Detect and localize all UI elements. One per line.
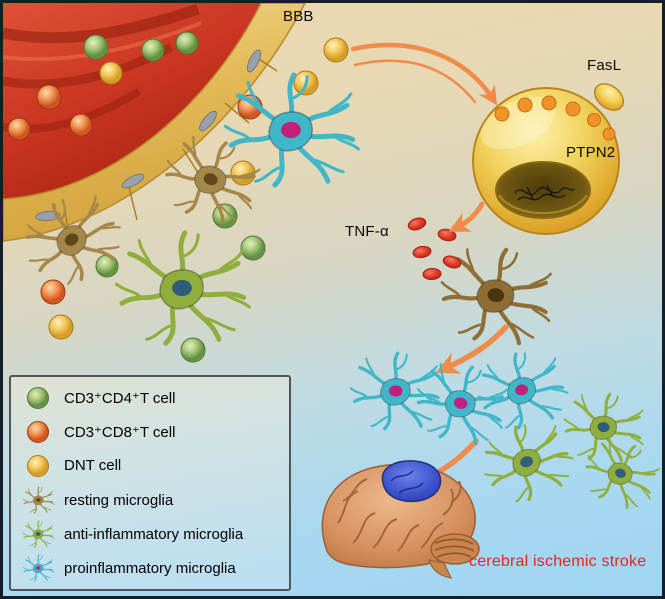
legend-item-anti-inflammatory-microglia: anti-inflammatory microglia bbox=[15, 518, 285, 551]
cd8-t-cell bbox=[36, 84, 62, 110]
t-cells bbox=[7, 31, 349, 363]
legend-box: CD3⁺CD4⁺T cell CD3⁺CD8⁺T cell DNT cell r… bbox=[9, 375, 291, 591]
proinflammatory-microglia bbox=[470, 343, 575, 436]
blood-region bbox=[3, 3, 261, 199]
anti-inflammatory-microglia bbox=[116, 233, 249, 343]
fasl-secreting-cell bbox=[472, 83, 625, 235]
tnf-alpha-label: TNF-α bbox=[345, 223, 389, 240]
legend-item-cd8: CD3⁺CD8⁺T cell bbox=[15, 415, 285, 448]
arrow-cell-to-tnf bbox=[448, 201, 485, 232]
stroke-caption: cerebral ischemic stroke bbox=[469, 553, 647, 570]
proinflammatory-microglia-icon bbox=[15, 552, 61, 584]
arrow-bbb-to-cell-inner bbox=[353, 59, 477, 104]
cd8-t-cell bbox=[69, 113, 93, 137]
legend-label: CD3⁺CD8⁺T cell bbox=[64, 423, 176, 441]
brain-gyri bbox=[337, 478, 462, 552]
cd4-t-cell bbox=[141, 38, 165, 62]
legend-label: DNT cell bbox=[64, 457, 122, 475]
cerebellum-folds bbox=[434, 538, 475, 558]
dna-strand bbox=[514, 184, 575, 201]
legend-label: anti-inflammatory microglia bbox=[64, 525, 244, 543]
ptpn2-crater bbox=[495, 161, 591, 219]
legend-item-dnt: DNT cell bbox=[15, 449, 285, 482]
tnf-oval bbox=[412, 245, 432, 259]
dnt-cell-icon bbox=[15, 450, 61, 482]
tnf-oval bbox=[437, 228, 457, 242]
cd8-t-cell bbox=[7, 117, 31, 141]
dnt-cell bbox=[48, 314, 74, 340]
arrow-microglia-to-cluster bbox=[435, 324, 509, 374]
cd4-t-cell bbox=[240, 235, 266, 261]
cd4-t-cell bbox=[95, 254, 119, 278]
legend-item-proinflammatory-microglia: proinflammatory microglia bbox=[15, 552, 285, 585]
tnf-oval bbox=[442, 255, 462, 269]
cd8-cell-icon bbox=[15, 416, 61, 448]
cd4-t-cell bbox=[180, 337, 206, 363]
proinflammatory-microglia bbox=[405, 353, 517, 454]
dnt-cell bbox=[99, 61, 123, 85]
cd4-t-cell bbox=[83, 34, 109, 60]
infarct-region bbox=[381, 460, 442, 503]
arrow-bbb-to-cell bbox=[350, 42, 498, 106]
tnf-oval bbox=[422, 267, 442, 281]
ptpn2-label: PTPN2 bbox=[566, 144, 616, 161]
resting-microglia-icon bbox=[15, 484, 61, 516]
cd4-cell-icon bbox=[15, 382, 61, 414]
cd4-t-cell bbox=[212, 203, 238, 229]
tnf-oval bbox=[407, 217, 427, 231]
crater-rim bbox=[498, 194, 588, 215]
cd4-t-cell bbox=[175, 31, 199, 55]
legend-item-resting-microglia: resting microglia bbox=[15, 484, 285, 517]
cell-protrusion bbox=[593, 83, 625, 111]
fasl-dots bbox=[494, 95, 616, 141]
brainstem bbox=[428, 559, 453, 579]
anti-inflammatory-microglia bbox=[573, 428, 662, 518]
legend-label: CD3⁺CD4⁺T cell bbox=[64, 389, 176, 407]
anti-inflammatory-microglia bbox=[472, 410, 583, 513]
dnt-cell bbox=[323, 37, 349, 63]
fasl-label: FasL bbox=[587, 57, 622, 74]
anti-inflammatory-microglia bbox=[558, 387, 651, 468]
legend-label: proinflammatory microglia bbox=[64, 559, 236, 577]
anti-inflammatory-microglia-icon bbox=[15, 518, 61, 550]
infarct-gyri bbox=[390, 470, 424, 494]
proinflammatory-microglia bbox=[349, 351, 444, 431]
bbb-label: BBB bbox=[283, 8, 314, 25]
legend-item-cd4: CD3⁺CD4⁺T cell bbox=[15, 381, 285, 414]
tnf-particles bbox=[407, 217, 462, 281]
diagram-artwork bbox=[3, 3, 662, 579]
vessel-wall bbox=[3, 3, 306, 242]
brain-illustration bbox=[321, 460, 480, 579]
blood-vessel bbox=[3, 3, 306, 242]
cd8-t-cell bbox=[40, 279, 66, 305]
legend-label: resting microglia bbox=[64, 491, 174, 509]
